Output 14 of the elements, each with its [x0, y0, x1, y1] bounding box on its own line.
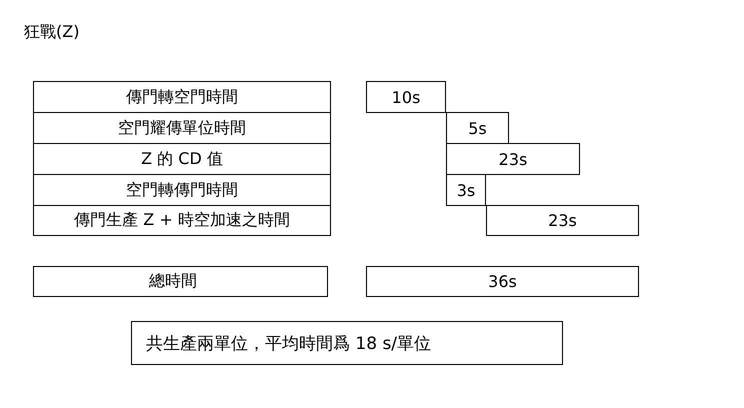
total-box: 總時間: [33, 266, 328, 297]
title: 狂戰(Z): [24, 22, 80, 43]
table-cell: 傳門轉空門時間: [33, 81, 331, 113]
time-bar: 3s: [446, 174, 486, 206]
table-cell: 空門耀傳單位時間: [33, 112, 331, 144]
table-cell: Z 的 CD 值: [33, 143, 331, 175]
time-bar: 23s: [446, 143, 580, 175]
time-bar: 5s: [446, 112, 509, 144]
table-cell: 空門轉傳門時間: [33, 174, 331, 206]
total-bar: 36s: [366, 266, 639, 297]
note-box: 共生產兩單位，平均時間爲 18 s/單位: [131, 321, 563, 365]
time-bar: 23s: [486, 205, 639, 236]
time-bar: 10s: [366, 81, 446, 113]
table-cell: 傳門生產 Z + 時空加速之時間: [33, 205, 331, 236]
